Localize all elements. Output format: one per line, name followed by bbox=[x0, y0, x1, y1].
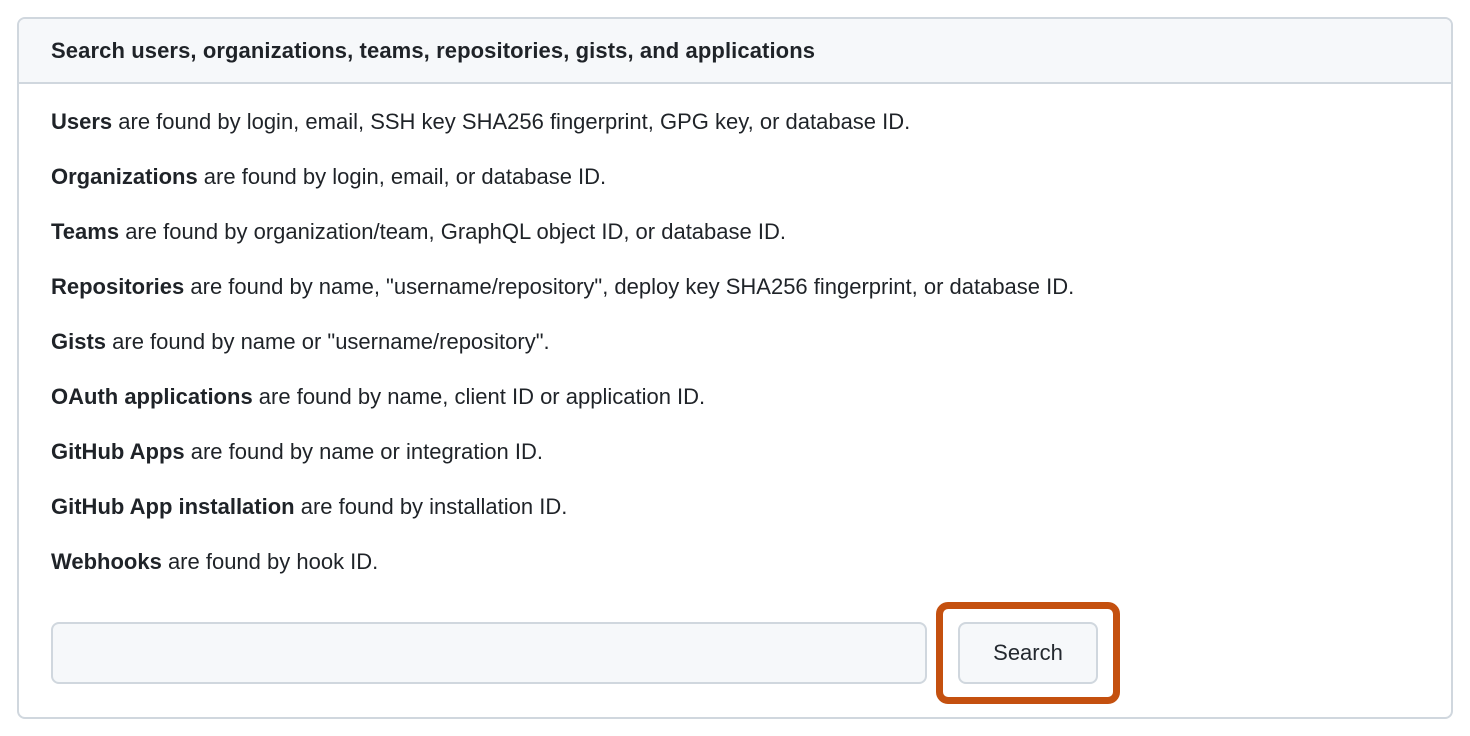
description-github-app-installation: are found by installation ID. bbox=[294, 494, 568, 519]
search-button[interactable]: Search bbox=[958, 622, 1098, 684]
description-teams: are found by organization/team, GraphQL … bbox=[119, 219, 786, 244]
description-organizations: are found by login, email, or database I… bbox=[197, 164, 607, 189]
description-users: are found by login, email, SSH key SHA25… bbox=[112, 109, 911, 134]
term-webhooks: Webhooks bbox=[51, 549, 162, 574]
search-panel-header: Search users, organizations, teams, repo… bbox=[19, 19, 1451, 84]
description-row-teams: Teams are found by organization/team, Gr… bbox=[51, 217, 1419, 247]
term-repositories: Repositories bbox=[51, 274, 185, 299]
description-repositories: are found by name, "username/repository"… bbox=[184, 274, 1075, 299]
term-users: Users bbox=[51, 109, 113, 134]
search-panel-body: Users are found by login, email, SSH key… bbox=[19, 84, 1451, 704]
search-input[interactable] bbox=[51, 622, 927, 684]
search-panel-card: Search users, organizations, teams, repo… bbox=[17, 17, 1453, 719]
description-row-webhooks: Webhooks are found by hook ID. bbox=[51, 547, 1419, 577]
search-controls-row: Search bbox=[51, 602, 1419, 704]
panel-title: Search users, organizations, teams, repo… bbox=[51, 37, 816, 63]
description-row-gists: Gists are found by name or "username/rep… bbox=[51, 327, 1419, 357]
description-row-repositories: Repositories are found by name, "usernam… bbox=[51, 272, 1419, 302]
term-github-apps: GitHub Apps bbox=[51, 439, 185, 464]
description-row-github-app-installation: GitHub App installation are found by ins… bbox=[51, 492, 1419, 522]
docs-highlight-box: Search bbox=[936, 602, 1120, 704]
description-gists: are found by name or "username/repositor… bbox=[106, 329, 550, 354]
term-teams: Teams bbox=[51, 219, 120, 244]
description-webhooks: are found by hook ID. bbox=[161, 549, 379, 574]
term-oauth-applications: OAuth applications bbox=[51, 384, 253, 409]
description-row-users: Users are found by login, email, SSH key… bbox=[51, 107, 1419, 137]
term-organizations: Organizations bbox=[51, 164, 198, 189]
description-oauth-applications: are found by name, client ID or applicat… bbox=[252, 384, 706, 409]
description-row-organizations: Organizations are found by login, email,… bbox=[51, 162, 1419, 192]
description-github-apps: are found by name or integration ID. bbox=[184, 439, 543, 464]
term-github-app-installation: GitHub App installation bbox=[51, 494, 295, 519]
term-gists: Gists bbox=[51, 329, 107, 354]
description-row-github-apps: GitHub Apps are found by name or integra… bbox=[51, 437, 1419, 467]
description-row-oauth-applications: OAuth applications are found by name, cl… bbox=[51, 382, 1419, 412]
